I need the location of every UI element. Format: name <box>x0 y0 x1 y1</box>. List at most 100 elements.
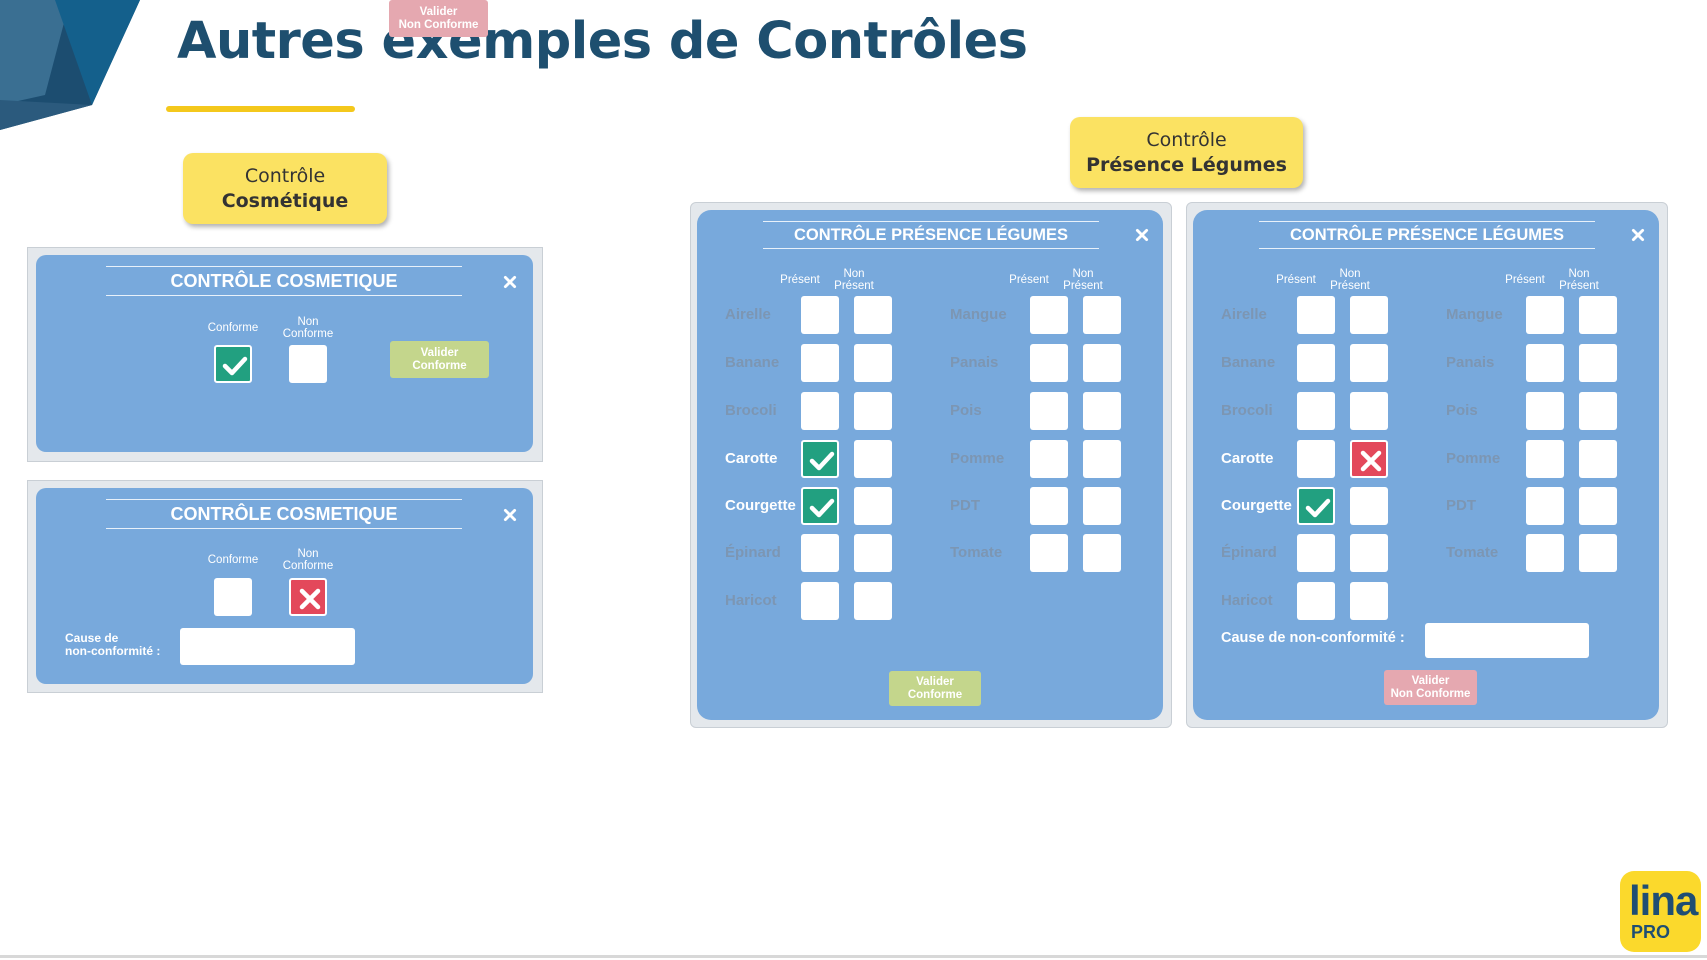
non-present-checkbox[interactable] <box>854 344 892 382</box>
non-present-checkbox[interactable] <box>1579 487 1617 525</box>
non-present-checkbox[interactable] <box>1579 392 1617 430</box>
checkmark-icon <box>809 498 835 518</box>
present-checkbox[interactable] <box>801 440 839 478</box>
item-label: Panais <box>950 354 999 371</box>
item-label: Brocoli <box>725 402 777 419</box>
present-checkbox[interactable] <box>801 487 839 525</box>
item-label: Pois <box>1446 402 1478 419</box>
close-button[interactable] <box>499 271 521 293</box>
non-present-checkbox[interactable] <box>1350 582 1388 620</box>
col-header-present: Présent <box>1505 274 1545 286</box>
logo-line2: PRO <box>1631 922 1671 942</box>
present-checkbox[interactable] <box>1526 344 1564 382</box>
non-present-checkbox[interactable] <box>1350 487 1388 525</box>
present-checkbox[interactable] <box>1030 487 1068 525</box>
title-rule-bottom <box>106 295 462 296</box>
non-present-checkbox[interactable] <box>854 296 892 334</box>
present-checkbox[interactable] <box>1030 296 1068 334</box>
present-checkbox[interactable] <box>1526 534 1564 572</box>
title-rule-top <box>763 221 1099 222</box>
present-checkbox[interactable] <box>1297 296 1335 334</box>
col-header-present: Présent <box>780 274 820 286</box>
close-button[interactable] <box>499 504 521 526</box>
present-checkbox[interactable] <box>1297 534 1335 572</box>
present-checkbox[interactable] <box>801 392 839 430</box>
close-icon <box>503 275 517 289</box>
cause-input[interactable] <box>1425 623 1589 658</box>
checkmark-icon <box>1305 498 1331 518</box>
item-label: Haricot <box>1221 592 1273 609</box>
callout-cosmetic-line2: Cosmétique <box>221 189 349 212</box>
close-button[interactable] <box>1131 224 1153 246</box>
present-checkbox[interactable] <box>801 534 839 572</box>
item-label: Haricot <box>725 592 777 609</box>
validate-conforme-button[interactable]: Valider Conforme <box>390 341 489 378</box>
col-header-non-present: Non Présent <box>1559 268 1599 292</box>
present-checkbox[interactable] <box>1297 440 1335 478</box>
panel-title: CONTRÔLE PRÉSENCE LÉGUMES <box>1289 226 1565 244</box>
non-present-checkbox[interactable] <box>854 582 892 620</box>
present-checkbox[interactable] <box>801 582 839 620</box>
non-present-checkbox[interactable] <box>854 534 892 572</box>
present-checkbox[interactable] <box>801 344 839 382</box>
present-checkbox[interactable] <box>1030 344 1068 382</box>
present-checkbox[interactable] <box>1526 487 1564 525</box>
present-checkbox[interactable] <box>1297 344 1335 382</box>
col-header-non-conforme: Non Conforme <box>282 548 334 572</box>
non-present-checkbox[interactable] <box>1083 392 1121 430</box>
present-checkbox[interactable] <box>1297 392 1335 430</box>
cause-input[interactable] <box>180 628 355 665</box>
non-present-checkbox[interactable] <box>1350 344 1388 382</box>
non-present-checkbox[interactable] <box>1579 296 1617 334</box>
present-checkbox[interactable] <box>1030 440 1068 478</box>
title-rule-top <box>106 266 462 267</box>
non-present-checkbox[interactable] <box>1350 534 1388 572</box>
present-checkbox[interactable] <box>1297 487 1335 525</box>
non-present-checkbox[interactable] <box>1083 487 1121 525</box>
non-present-checkbox[interactable] <box>1350 296 1388 334</box>
col-header-non-present: Non Présent <box>1063 268 1103 292</box>
non-present-checkbox[interactable] <box>1083 296 1121 334</box>
callout-cosmetic: Contrôle Cosmétique <box>183 153 387 224</box>
non-present-checkbox[interactable] <box>1350 392 1388 430</box>
validate-conforme-button[interactable]: Valider Conforme <box>889 671 981 706</box>
present-checkbox[interactable] <box>1030 534 1068 572</box>
conforme-checkbox[interactable] <box>214 578 252 616</box>
present-checkbox[interactable] <box>1526 392 1564 430</box>
non-present-checkbox[interactable] <box>1083 344 1121 382</box>
present-checkbox[interactable] <box>1526 440 1564 478</box>
item-label: Banane <box>1221 354 1276 371</box>
present-checkbox[interactable] <box>1526 296 1564 334</box>
present-checkbox[interactable] <box>801 296 839 334</box>
non-conforme-checkbox[interactable] <box>289 345 327 383</box>
non-conforme-checkbox[interactable] <box>289 578 327 616</box>
close-button[interactable] <box>1627 224 1649 246</box>
non-present-checkbox[interactable] <box>1350 440 1388 478</box>
non-present-checkbox[interactable] <box>1579 440 1617 478</box>
non-present-checkbox[interactable] <box>1579 344 1617 382</box>
item-label: Brocoli <box>1221 402 1273 419</box>
cause-label: Cause de non-conformité : <box>65 631 161 658</box>
validate-non-conforme-button[interactable]: Valider Non Conforme <box>389 0 488 37</box>
item-label: Airelle <box>725 306 771 323</box>
item-label: Mangue <box>1446 306 1503 323</box>
non-present-checkbox[interactable] <box>854 487 892 525</box>
callout-vegetables-line2: Présence Légumes <box>1086 153 1287 176</box>
item-label: Carotte <box>1221 450 1274 467</box>
non-present-checkbox[interactable] <box>854 440 892 478</box>
col-header-present: Présent <box>1009 274 1049 286</box>
item-label: Panais <box>1446 354 1495 371</box>
logo-line1: lina <box>1629 877 1698 924</box>
present-checkbox[interactable] <box>1030 392 1068 430</box>
item-label: Banane <box>725 354 780 371</box>
non-present-checkbox[interactable] <box>1579 534 1617 572</box>
non-present-checkbox[interactable] <box>1083 440 1121 478</box>
col-header-non-conforme: Non Conforme <box>282 316 334 340</box>
item-label: Pomme <box>1446 450 1501 467</box>
conforme-checkbox[interactable] <box>214 345 252 383</box>
non-present-checkbox[interactable] <box>1083 534 1121 572</box>
non-present-checkbox[interactable] <box>854 392 892 430</box>
title-rule-bottom <box>106 528 462 529</box>
present-checkbox[interactable] <box>1297 582 1335 620</box>
validate-non-conforme-button[interactable]: Valider Non Conforme <box>1384 670 1477 705</box>
